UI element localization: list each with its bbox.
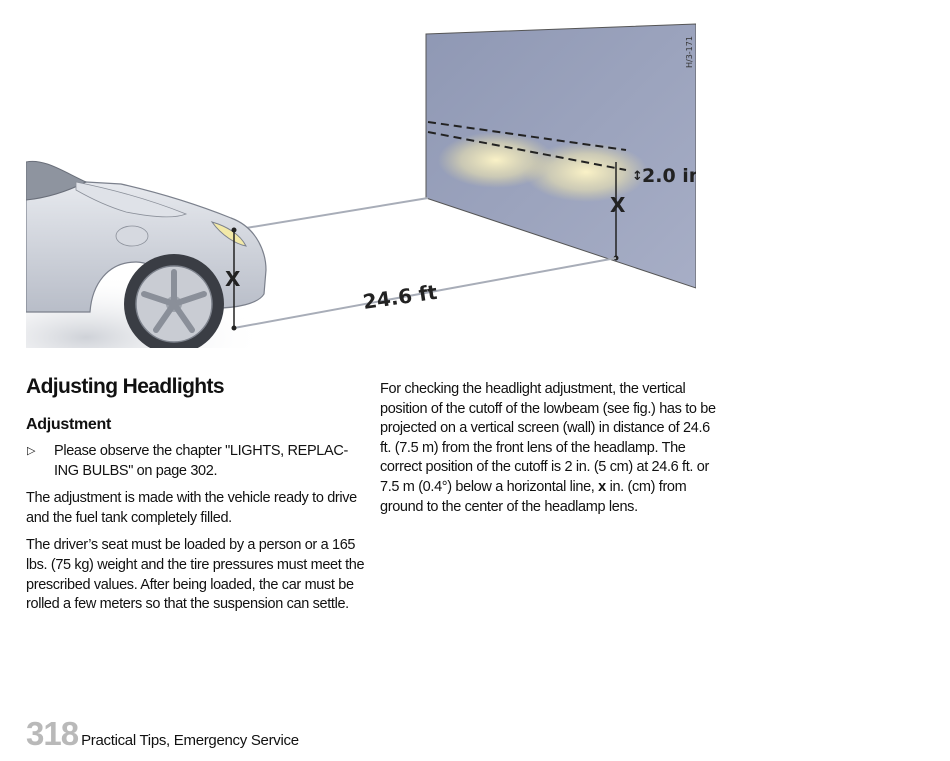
triangle-right-icon: ▷ — [27, 445, 36, 457]
car-height-top — [231, 227, 237, 233]
procedure-variable-x: x — [598, 478, 606, 495]
right-column: For checking the headlight adjustment, t… — [380, 380, 720, 525]
wall-height-label: X — [610, 193, 626, 217]
headlight-adjustment-figure: X ↕ 2.0 in H/3-171 24.6 ft — [26, 22, 696, 348]
paragraph-readiness: The adjustment is made with the vehicle … — [26, 490, 357, 526]
page-number: 318 — [26, 715, 79, 752]
distance-label: 24.6 ft — [361, 280, 439, 314]
subsection-heading: Adjustment — [26, 416, 112, 433]
beam-glow-right — [524, 142, 648, 202]
horizontal-reference-line — [427, 121, 627, 151]
bullet-text: Please observe the chapter "LIGHTS, REPL… — [54, 443, 348, 479]
procedure-text-start: For checking the headlight adjustment, t… — [380, 381, 716, 495]
bullet-item: ▷ Please observe the chapter "LIGHTS, RE… — [26, 442, 366, 481]
offset-arrows-icon: ↕ — [632, 169, 643, 184]
left-column: Adjusting Headlights Adjustment ▷ Please… — [26, 374, 366, 623]
car-height-label: X — [225, 267, 241, 291]
paragraph-loading: The driver’s seat must be loaded by a pe… — [26, 537, 365, 613]
figure-code: H/3-171 — [685, 36, 694, 68]
footer-section-name: Practical Tips, Emergency Service — [81, 732, 299, 749]
ground-guide-line — [233, 257, 617, 329]
beam-guide-line — [233, 197, 429, 231]
section-heading: Adjusting Headlights — [26, 375, 225, 398]
procedure-text-end: in. (cm) from ground to the center of th… — [380, 478, 687, 515]
offset-label: 2.0 in — [642, 165, 696, 187]
page-footer: 318 Practical Tips, Emergency Service — [26, 716, 299, 752]
car-height-bottom — [231, 325, 237, 331]
paragraph-procedure: For checking the headlight adjustment, t… — [380, 380, 720, 517]
cutoff-line — [427, 131, 627, 171]
car-illustration — [26, 160, 267, 348]
